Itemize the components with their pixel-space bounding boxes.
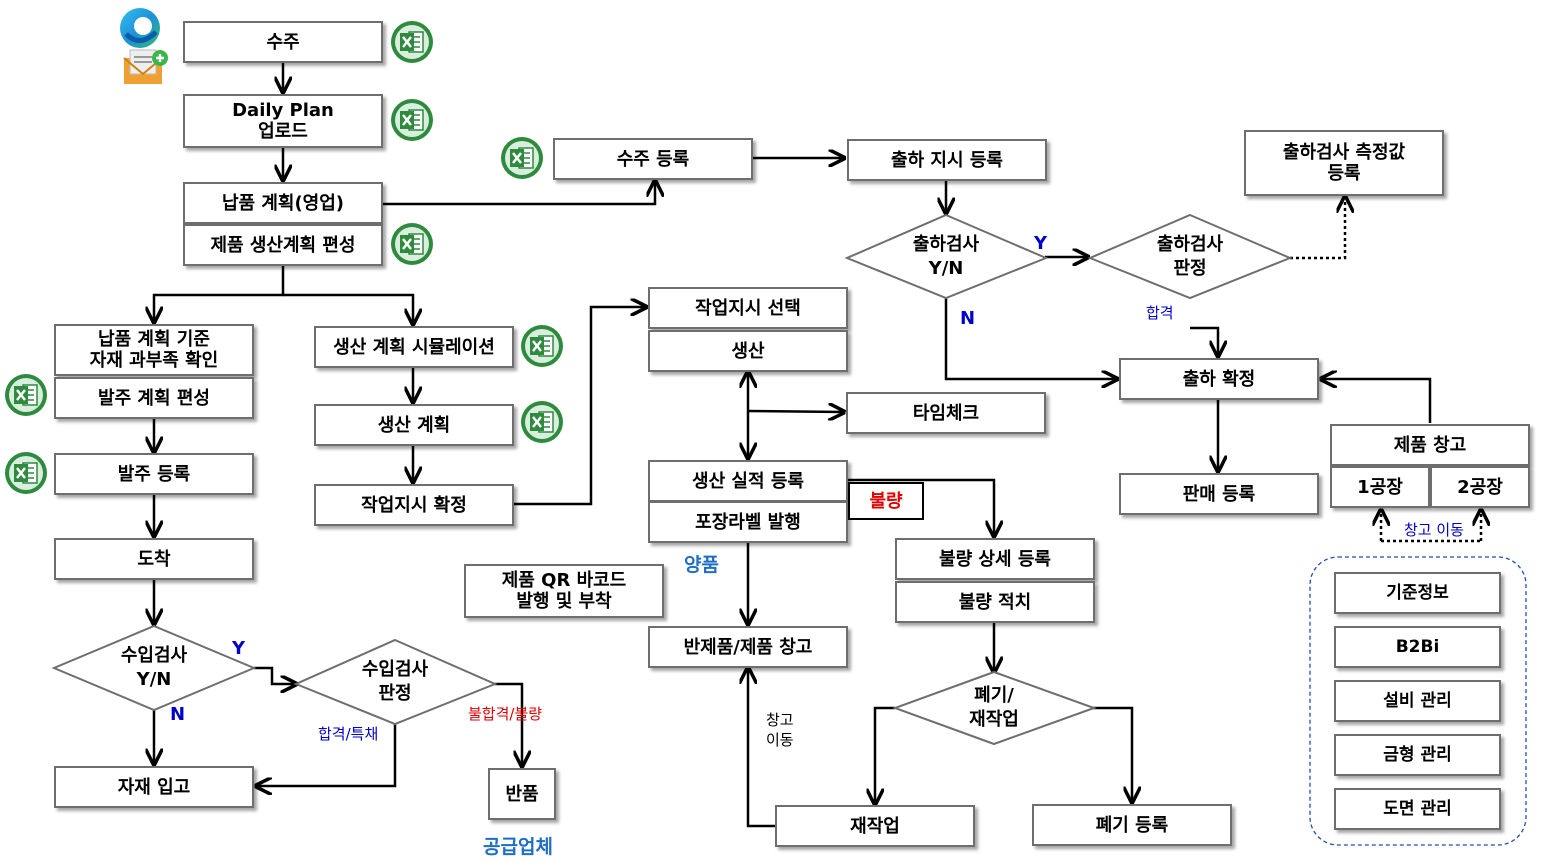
box-factory-2: 2공장: [1430, 466, 1530, 508]
box-order-register: 수주 등록: [553, 138, 753, 180]
legend-border: [1309, 556, 1527, 846]
label-pass: 합격: [1146, 304, 1174, 322]
legend-master-data: 기준정보: [1334, 572, 1501, 614]
box-production-plan: 생산 계획: [314, 404, 514, 446]
excel-icon[interactable]: [390, 20, 434, 64]
decision-disposal-shape: [892, 670, 1097, 746]
label-yes-shipping: Y: [1034, 233, 1048, 254]
excel-icon[interactable]: [520, 324, 564, 368]
excel-icon[interactable]: [4, 373, 48, 417]
box-order: 수주: [183, 21, 383, 63]
box-defect-load: 불량 적치: [895, 581, 1095, 623]
decision-shipping-inspect: 출하검사 Y/N: [912, 234, 980, 279]
box-daily-plan-upload: Daily Plan 업로드: [183, 94, 383, 148]
label-fail-defect: 불합격/불량: [468, 705, 543, 723]
edge-browser-icon: [118, 6, 162, 50]
legend-b2bi: B2Bi: [1334, 626, 1501, 668]
label-no-shipping: N: [960, 308, 976, 329]
decision-incoming: 수입검사 Y/N: [120, 645, 188, 690]
label-pass-special: 합격/특채: [318, 725, 379, 743]
decision-incoming-judge-shape: [293, 638, 498, 726]
email-icon: [122, 48, 170, 86]
decision-shipping-judge: 출하검사 판정: [1156, 234, 1224, 279]
decision-incoming-judge: 수입검사 판정: [361, 659, 429, 704]
box-production-result: 생산 실적 등록: [648, 460, 848, 502]
legend-mold: 금형 관리: [1334, 734, 1501, 776]
label-no-incoming: N: [170, 704, 186, 725]
box-purchase-plan-edit: 발주 계획 편성: [54, 377, 254, 419]
decision-ship-judge-shape: [1087, 213, 1293, 300]
box-arrival: 도착: [54, 538, 254, 580]
excel-icon[interactable]: [390, 98, 434, 142]
box-warehouse: 반제품/제품 창고: [648, 626, 848, 668]
box-sales-register: 판매 등록: [1119, 473, 1319, 515]
box-product-warehouse: 제품 창고: [1330, 424, 1530, 466]
box-qr-barcode: 제품 QR 바코드 발행 및 부착: [464, 564, 664, 618]
box-shipping-measure: 출하검사 측정값 등록: [1244, 130, 1444, 196]
box-production-simulation: 생산 계획 시뮬레이션: [314, 326, 514, 368]
box-shipping-instruction: 출하 지시 등록: [847, 139, 1047, 181]
excel-icon[interactable]: [390, 222, 434, 266]
box-pack-label: 포장라벨 발행: [648, 501, 848, 543]
defect-tag: 불량: [848, 482, 924, 520]
box-disposal: 폐기 등록: [1032, 804, 1232, 846]
box-work-order-confirm: 작업지시 확정: [314, 484, 514, 526]
excel-icon[interactable]: [4, 451, 48, 495]
legend-equipment: 설비 관리: [1334, 680, 1501, 722]
excel-icon[interactable]: [500, 136, 544, 180]
box-purchase-register: 발주 등록: [54, 453, 254, 495]
box-product-plan-edit: 제품 생산계획 편성: [183, 224, 383, 266]
box-work-order-select: 작업지시 선택: [648, 287, 848, 329]
label-warehouse-move-2: 창고 이동: [1404, 521, 1464, 539]
label-warehouse-move: 창고 이동: [766, 711, 794, 749]
box-timecheck: 타임체크: [846, 392, 1046, 434]
box-delivery-plan: 납품 계획(영업): [183, 182, 383, 224]
box-shipping-confirm: 출하 확정: [1119, 358, 1319, 400]
box-defect-detail: 불량 상세 등록: [895, 538, 1095, 580]
decision-ship-inspect-shape: [844, 213, 1049, 300]
decision-incoming-shape: [51, 624, 257, 712]
label-yes-incoming: Y: [232, 638, 246, 659]
box-rework: 재작업: [775, 805, 975, 847]
box-material-check: 납품 계획 기준 자재 과부족 확인: [54, 324, 254, 376]
box-material-receipt: 자재 입고: [54, 766, 254, 808]
excel-icon[interactable]: [520, 400, 564, 444]
label-good-product: 양품: [684, 554, 719, 576]
box-return: 반품: [488, 768, 556, 820]
box-production: 생산: [648, 330, 848, 372]
box-factory-1: 1공장: [1330, 466, 1430, 508]
legend-drawing: 도면 관리: [1334, 788, 1501, 830]
decision-disposal-rework: 폐기/ 재작업: [969, 685, 1019, 730]
label-supplier: 공급업체: [483, 836, 553, 858]
